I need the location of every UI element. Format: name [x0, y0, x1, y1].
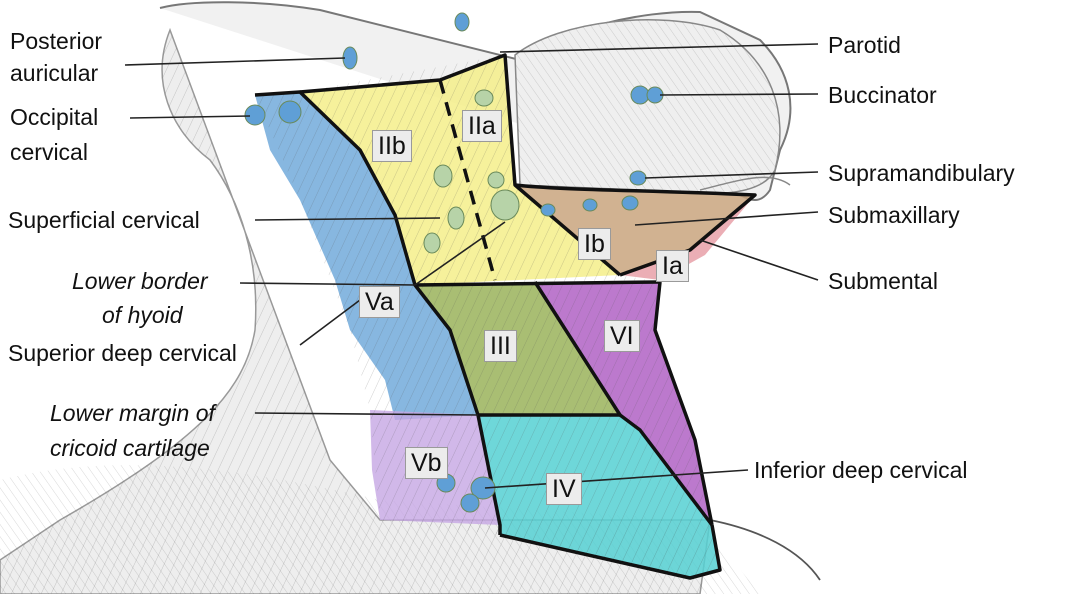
level-label-va: Va	[359, 286, 400, 318]
leader-buccinator	[660, 94, 818, 95]
label-lower-border-hyoid-1: Lower border	[72, 266, 208, 296]
lymph-node	[488, 172, 504, 188]
lymph-node	[455, 13, 469, 31]
label-lower-margin-cricoid-2: cricoid cartilage	[50, 433, 210, 463]
label-occipital-cervical-2: cervical	[10, 137, 88, 167]
level-label-iia: IIa	[462, 110, 502, 142]
label-parotid: Parotid	[828, 30, 901, 60]
lymph-node	[461, 494, 479, 512]
lymph-node	[491, 190, 519, 220]
level-label-iii: III	[484, 330, 517, 362]
leader-occipital-cervical	[130, 116, 250, 118]
lymph-node	[630, 171, 646, 185]
level-label-iib: IIb	[372, 130, 412, 162]
level-label-ib: Ib	[578, 228, 611, 260]
lymph-node	[448, 207, 464, 229]
lymph-node	[583, 199, 597, 211]
label-superior-deep-cervical: Superior deep cervical	[8, 338, 237, 368]
level-label-vb: Vb	[405, 447, 448, 479]
lymph-node	[245, 105, 265, 125]
label-submental: Submental	[828, 266, 938, 296]
label-inferior-deep-cervical: Inferior deep cervical	[754, 455, 968, 485]
label-supramandibulary: Supramandibulary	[828, 158, 1015, 188]
lymph-node	[631, 86, 649, 104]
label-lower-border-hyoid-2: of hyoid	[102, 300, 183, 330]
label-lower-margin-cricoid-1: Lower margin of	[50, 398, 215, 428]
level-label-iv: IV	[546, 473, 582, 505]
lymph-node	[279, 101, 301, 123]
level-label-vi: VI	[604, 320, 640, 352]
label-submaxillary: Submaxillary	[828, 200, 960, 230]
lymph-node	[434, 165, 452, 187]
label-occipital-cervical-1: Occipital	[10, 102, 98, 132]
label-buccinator: Buccinator	[828, 80, 937, 110]
lymph-node	[424, 233, 440, 253]
lymph-node	[343, 47, 357, 69]
lymph-node	[541, 204, 555, 216]
label-posterior-auricular-1: Posterior	[10, 26, 102, 56]
label-posterior-auricular-2: auricular	[10, 58, 98, 88]
label-superficial-cervical: Superficial cervical	[8, 205, 200, 235]
leader-submental	[700, 240, 818, 280]
level-label-ia: Ia	[656, 250, 689, 282]
leader-posterior-auricular	[125, 58, 345, 65]
lymph-node	[475, 90, 493, 106]
lymph-node	[622, 196, 638, 210]
